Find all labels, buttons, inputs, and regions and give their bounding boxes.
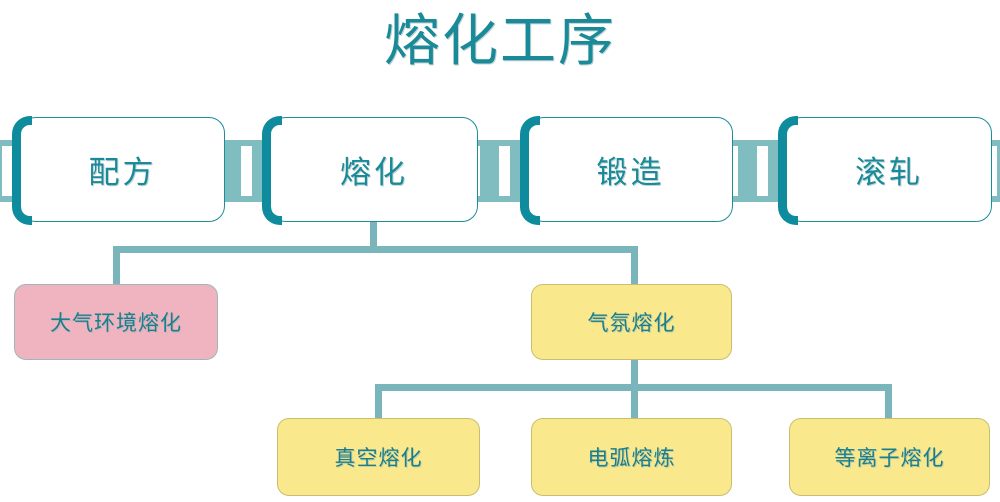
bracket-accent [778, 116, 798, 225]
page-title: 熔化工序 [384, 9, 616, 72]
connector-drop-plasma [885, 384, 892, 420]
node-plasma-melting[interactable]: 等离子熔化 [789, 418, 990, 496]
connector-drop-vacuum [375, 384, 382, 420]
connector-stem-melting [370, 220, 377, 250]
chain-slot [241, 146, 252, 196]
bracket-accent [12, 116, 32, 225]
bracket-accent [262, 116, 282, 225]
node-label: 真空熔化 [334, 447, 423, 470]
process-step-label: 滚轧 [855, 155, 923, 190]
connector-stem-atmosphere [631, 358, 638, 388]
connector-bus-level2 [113, 246, 638, 253]
process-step-rolling[interactable]: 滚轧 [778, 116, 992, 225]
process-step-label: 配方 [88, 155, 157, 190]
node-vacuum-melting[interactable]: 真空熔化 [277, 418, 480, 496]
node-label: 气氛熔化 [587, 312, 676, 335]
node-label: 电弧熔炼 [587, 447, 676, 470]
node-label: 大气环境熔化 [50, 312, 182, 335]
node-atmospheric-melting[interactable]: 大气环境熔化 [14, 284, 218, 360]
connector-drop-atmosphere [631, 246, 638, 288]
process-step-melting[interactable]: 熔化 [262, 116, 478, 225]
node-atmosphere-melting[interactable]: 气氛熔化 [531, 284, 732, 360]
node-label: 等离子熔化 [834, 447, 945, 470]
chain-slot [499, 146, 510, 196]
connector-drop-arc [631, 384, 638, 420]
process-step-label: 锻造 [596, 155, 665, 190]
process-step-formula[interactable]: 配方 [12, 116, 225, 225]
process-step-forging[interactable]: 锻造 [520, 116, 733, 225]
node-arc-melting[interactable]: 电弧熔炼 [531, 418, 732, 496]
process-step-label: 熔化 [340, 155, 408, 190]
bracket-accent [520, 116, 540, 225]
chain-slot [757, 146, 768, 196]
connector-drop-atmospheric [113, 246, 120, 288]
chain-slot [2, 146, 13, 196]
